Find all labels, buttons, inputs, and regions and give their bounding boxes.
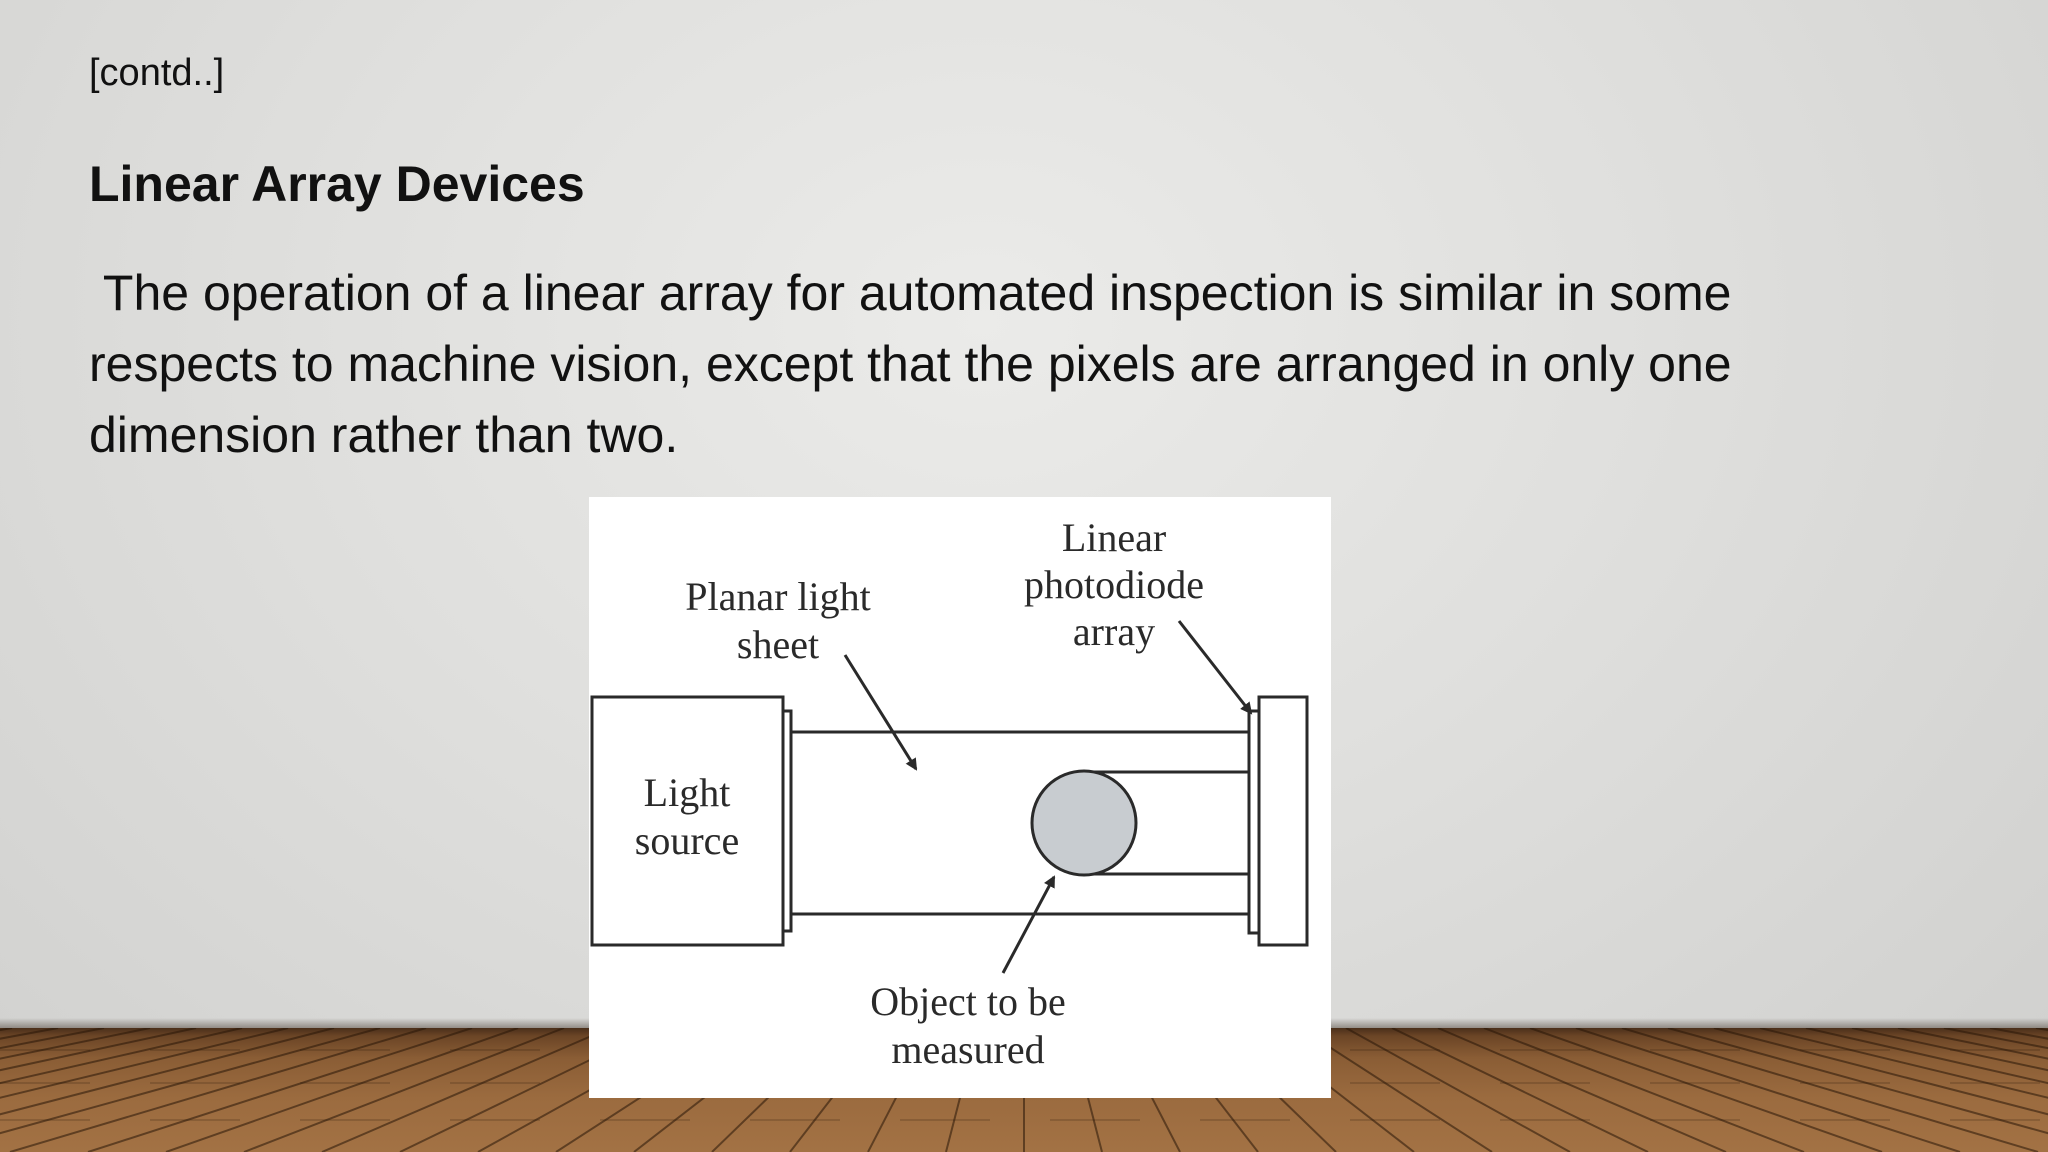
plank-seam (0, 1028, 105, 1050)
plank-seam (1943, 1028, 2048, 1050)
plank-seam (1897, 1028, 2048, 1060)
plank-seam (0, 1028, 335, 1116)
label-measured: measured (891, 1027, 1044, 1072)
plank-seam (1805, 1028, 2048, 1085)
light-source-box (590, 695, 785, 947)
plank-seam (1713, 1028, 2048, 1116)
object-to-be-measured (1030, 769, 1138, 877)
label-sheet: sheet (737, 622, 819, 667)
plank-seam (1621, 1028, 2039, 1152)
plank-seam (0, 1028, 197, 1072)
planar-light-arrow (843, 654, 918, 771)
plank-seam (1759, 1028, 2048, 1099)
label-object: Object to be (870, 979, 1066, 1024)
light-source-lens (781, 709, 793, 933)
continued-label: [contd..] (89, 52, 225, 94)
plank-seam (1345, 1028, 1571, 1152)
plank-seam (1851, 1028, 2048, 1072)
plank-seam (0, 1028, 289, 1099)
plank-seam (1437, 1028, 1727, 1152)
plank-seam (1483, 1028, 1805, 1152)
object-arrow (1001, 875, 1056, 974)
label-planar-light: Planar light (685, 574, 871, 619)
floor-planks (0, 1028, 2048, 1152)
plank-seam (1299, 1028, 1493, 1152)
plank-seam (0, 1028, 151, 1060)
plank-seam (1391, 1028, 1649, 1152)
plank-seam (0, 1028, 381, 1135)
label-photodiode: photodiode (1024, 562, 1204, 607)
plank-seam (165, 1028, 519, 1152)
label-linear: Linear (1062, 515, 1166, 560)
label-source: source (635, 818, 739, 863)
slide-title: Linear Array Devices (89, 156, 585, 212)
photodiode-array-housing (1257, 695, 1309, 947)
plank-seam (87, 1028, 473, 1152)
plank-seam (321, 1028, 611, 1152)
label-light: Light (644, 770, 731, 815)
plank-seam (243, 1028, 565, 1152)
plank-seam (9, 1028, 427, 1152)
plank-seam (1575, 1028, 1961, 1152)
slide-body-text: The operation of a linear array for auto… (89, 265, 1732, 463)
linear-array-diagram: Planar light sheet Linear photodiode arr… (589, 497, 1331, 1098)
plank-seam (0, 1028, 243, 1085)
linear-array-arrow (1177, 620, 1253, 715)
label-array: array (1073, 609, 1155, 654)
plank-seam (1529, 1028, 1883, 1152)
plank-seam (1667, 1028, 2048, 1135)
